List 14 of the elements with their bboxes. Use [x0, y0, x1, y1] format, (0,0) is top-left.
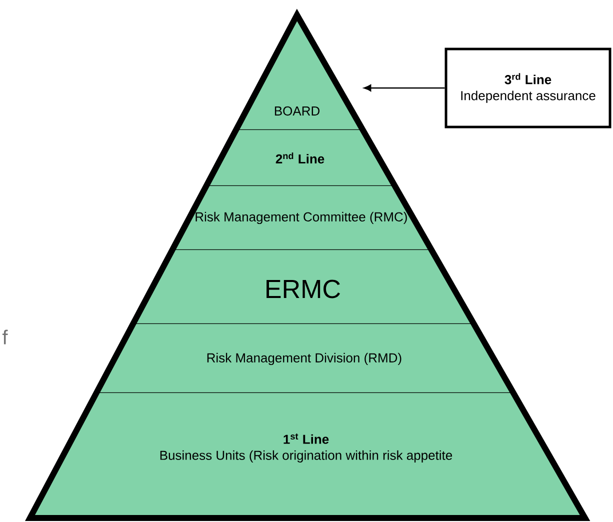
node-label: 2$^{nd}$ Line: [276, 152, 324, 164]
node-label: Risk Management Committee (RMC): [196, 212, 407, 224]
node-label: Risk Management Division (RMD): [207, 352, 402, 366]
arrow: [364, 84, 445, 92]
pyramid-band: BOARD: [236, 15, 363, 131]
pyramid-band: 2$^{nd}$ Line: [206, 130, 395, 187]
pyramid-band: Risk Management Committee (RMC): [172, 186, 432, 251]
text-box: 3$^{rd}$ Line Independent assurance: [444, 48, 612, 128]
pyramid-band: Risk Management Division (RMD): [96, 324, 514, 394]
text-fragment: f: [2, 330, 8, 344]
node-label: 1$^{st}$ Line: [284, 434, 329, 444]
node-label: ERMC: [266, 280, 340, 298]
node-label: Business Units (Risk origination within risk appetite: [160, 450, 452, 462]
pyramid-band: ERMC: [133, 250, 474, 325]
